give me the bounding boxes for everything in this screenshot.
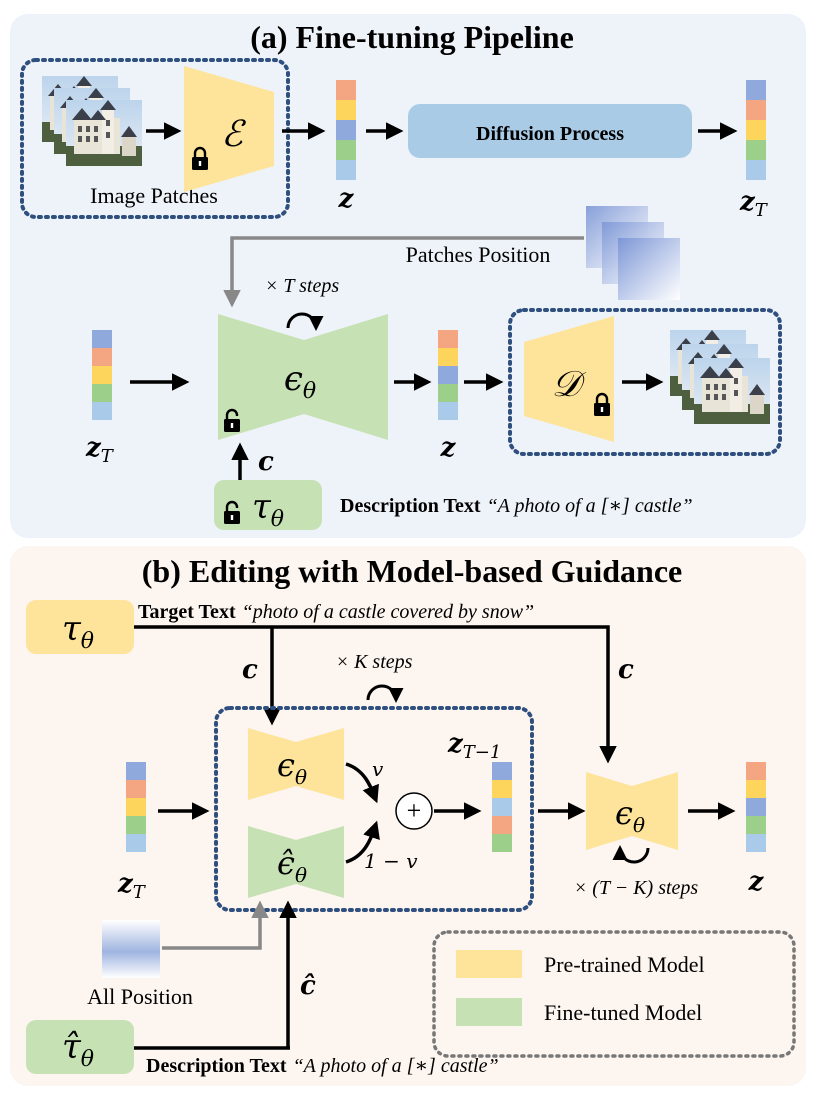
legend-frame	[432, 930, 796, 1058]
arrow-eps-to-sum	[345, 762, 379, 804]
arrow-eps-hat-to-sum	[345, 820, 380, 864]
description-text-a: Description Text“A photo of a [∗] castle…	[340, 495, 693, 517]
eps-finetuned-block	[248, 826, 344, 898]
unet-symbol-a: ϵθ	[284, 359, 316, 404]
legend-finetuned-label: Fine-tuned Model	[544, 1000, 702, 1025]
latent-stack-z-top	[336, 80, 356, 180]
unet-block-a	[218, 314, 388, 440]
plus-symbol: +	[407, 796, 422, 825]
z-label-final: z	[748, 867, 765, 897]
legend-finetuned-swatch	[456, 998, 522, 1026]
zT-label-mid: zT	[85, 433, 115, 467]
diffusion-process-label: Diffusion Process	[476, 123, 624, 145]
panel-a-title: (a) Fine-tuning Pipeline	[250, 19, 574, 55]
loop-arrow-k-steps	[366, 684, 404, 703]
all-position-icon	[102, 920, 160, 978]
t-steps-label: × T steps	[265, 275, 339, 297]
loop-arrow-tk-steps	[612, 845, 650, 864]
encoder-symbol: ℰ	[221, 114, 246, 155]
decoder-frame	[508, 308, 782, 456]
tk-steps-label: × (T − K) steps	[574, 877, 699, 899]
tau-hat-symbol: τ̂θ	[62, 1027, 94, 1072]
eps-pretrained-symbol: ϵθ	[277, 746, 307, 789]
c-hat-label: ĉ	[300, 971, 316, 1001]
latent-stack-zT-mid	[92, 330, 112, 420]
text-encoder-hat-box	[26, 1020, 134, 1074]
text-encoder-box-a	[214, 480, 322, 530]
sum-operator-icon	[395, 792, 433, 830]
output-image-patches	[670, 330, 770, 424]
image-patches-stack	[42, 76, 142, 166]
z-label-top: z	[338, 184, 355, 214]
legend-pretrained-swatch	[456, 950, 522, 978]
decoder-block	[524, 316, 614, 442]
arrow-target-to-final-unet	[134, 625, 617, 764]
latent-stack-z-mid	[438, 330, 458, 420]
image-patches-frame	[20, 58, 290, 219]
loop-arrow-t-steps	[286, 312, 324, 331]
panel-b-title: (b) Editing with Model-based Guidance	[142, 553, 683, 589]
diffusion-process-box	[408, 104, 692, 158]
one-minus-v-label: 1 − v	[364, 849, 418, 873]
tau-symbol-b: τθ	[62, 609, 94, 654]
latent-stack-zT-top	[746, 80, 766, 180]
patches-position-icon	[586, 206, 680, 300]
tau-symbol-a: τθ	[252, 487, 284, 532]
legend-pretrained-label: Pre-trained Model	[544, 952, 705, 977]
description-text-b: Description Text“A photo of a [∗] castle…	[146, 1055, 499, 1077]
arrow-position-to-guidance	[162, 900, 269, 950]
all-position-label: All Position	[87, 984, 193, 1009]
eps-finetuned-symbol: ϵ̂θ	[277, 844, 307, 887]
k-steps-label: × K steps	[336, 651, 413, 673]
c-label-b-left: c	[242, 655, 258, 685]
patches-position-label: Patches Position	[406, 242, 551, 267]
latent-stack-z-final	[746, 762, 766, 852]
latent-stack-zT-b	[126, 762, 146, 852]
final-eps-symbol: ϵθ	[615, 794, 645, 837]
arrow-position-to-unet	[223, 236, 584, 308]
v-label: v	[372, 757, 384, 781]
zT-label-b: zT	[117, 869, 147, 903]
text-encoder-box-b	[26, 600, 134, 654]
z-label-mid: z	[440, 433, 457, 463]
final-eps-block	[586, 772, 678, 850]
target-text: Target Text“photo of a castle covered by…	[138, 601, 534, 623]
c-label-a: c	[258, 447, 274, 477]
c-label-b-right: c	[618, 655, 634, 685]
guidance-frame	[214, 706, 534, 912]
eps-pretrained-block	[248, 728, 344, 800]
latent-stack-zT1	[492, 762, 512, 852]
zT1-label: zT−1	[447, 729, 501, 763]
zT-label-top: zT	[739, 187, 769, 221]
